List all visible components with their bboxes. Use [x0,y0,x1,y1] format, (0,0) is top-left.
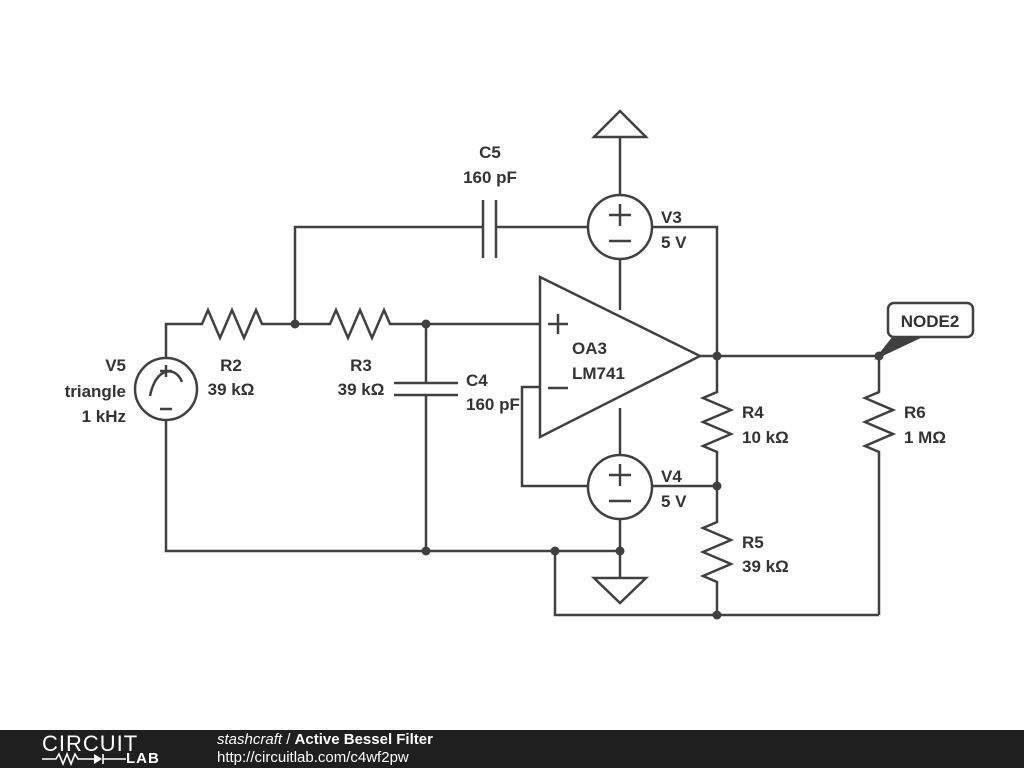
v5-type: triangle [65,382,126,401]
circuit-schematic: NODE2 C5 160 pF V3 5 V V5 triangle 1 kHz… [65,109,975,620]
v5-name: V5 [105,356,126,375]
author-link[interactable]: stashcraft [217,731,283,748]
resistor-r3 [325,306,395,342]
r4-name: R4 [742,403,764,422]
resistor-r2 [197,306,265,342]
oa3-model: LM741 [572,364,625,383]
c4-value: 160 pF [466,395,520,414]
node2-text: NODE2 [901,312,960,331]
c4-name: C4 [466,371,488,390]
v4-name: V4 [661,467,682,486]
r3-value: 39 kΩ [338,380,385,399]
resistor-diode-icon [42,752,126,766]
voltage-source-v3 [586,193,654,261]
circuit-credit: stashcraft / Active Bessel Filter http:/… [217,731,433,767]
circuit-url[interactable]: http://circuitlab.com/c4wf2pw [217,749,409,766]
r2-name: R2 [220,356,242,375]
r6-value: 1 MΩ [904,428,946,447]
c5-value: 160 pF [463,168,517,187]
v3-value: 5 V [661,233,687,252]
r5-name: R5 [742,533,764,552]
r6-name: R6 [904,403,926,422]
footer-bar: CIRCUIT LAB stashcraft / Active Bessel F… [0,730,1024,768]
r4-value: 10 kΩ [742,428,789,447]
credit-separator: / [282,731,295,748]
r2-value: 39 kΩ [208,380,255,399]
v3-name: V3 [661,208,682,227]
node-label-node2: NODE2 [874,301,975,360]
r5-value: 39 kΩ [742,557,789,576]
ground-triangle-icon [590,576,650,605]
voltage-source-v4 [586,453,654,521]
logo-bottom-text: LAB [126,750,160,767]
resistor-r5 [699,516,735,588]
logo-top-text: CIRCUIT [42,731,139,756]
supply-triangle-icon [590,109,650,139]
resistor-r4 [699,386,735,458]
ac-source-v5 [133,356,199,422]
r3-name: R3 [350,356,372,375]
oa3-name: OA3 [572,339,607,358]
capacitor-c5 [481,200,498,258]
circuit-title[interactable]: Active Bessel Filter [294,731,433,748]
resistor-r6 [861,386,897,458]
wires [164,137,881,617]
circuitlab-logo[interactable]: CIRCUIT LAB [40,730,180,768]
c5-name: C5 [479,143,501,162]
v5-value: 1 kHz [82,407,126,426]
opamp-oa3 [538,274,703,440]
v4-value: 5 V [661,492,687,511]
capacitor-c4 [394,381,458,397]
